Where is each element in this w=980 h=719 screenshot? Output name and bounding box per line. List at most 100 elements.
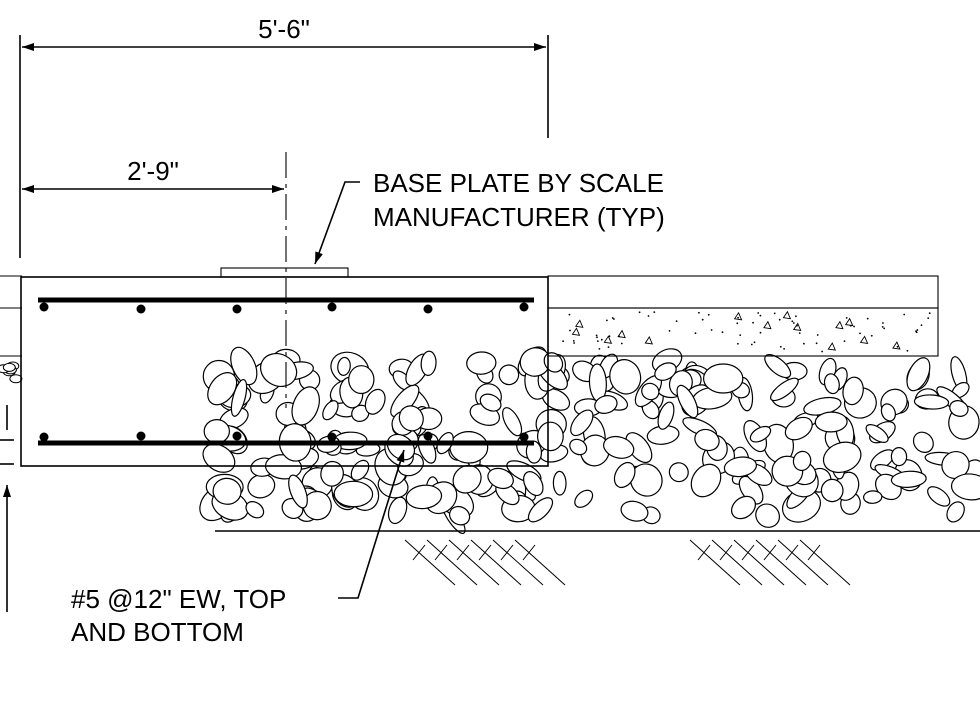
gravel-pebble [949,400,969,417]
concrete-speck [853,325,855,328]
soil-hatch-line [448,539,500,586]
concrete-speck [568,313,571,316]
gravel-pebble [823,373,840,395]
concrete-speck [736,322,739,325]
gravel-pebble [230,378,248,417]
concrete-speck [721,331,724,334]
gravel-pebble [629,463,663,497]
gravel-pebble [398,405,424,432]
gravel-pebble [755,503,780,528]
concrete-aggregate [859,335,869,344]
concrete-speck [607,346,610,348]
gravel-pebble [863,490,883,504]
gravel-pebble [479,393,502,412]
concrete-speck [779,345,782,348]
concrete-speck [597,340,599,342]
gravel-pebble [203,418,230,444]
concrete-speck [881,326,884,328]
gravel-pebble [570,409,594,437]
gravel-pebble [676,384,699,419]
concrete-speck [759,331,762,334]
gravel-pebble [337,356,351,376]
soil-hatch-line [514,539,566,586]
soil-hatch-line [689,539,741,586]
concrete-speck [783,348,785,350]
gravel-pebble [668,462,689,483]
concrete-speck [791,320,794,323]
concrete-speck [600,338,603,341]
gravel-pebble [302,490,332,521]
concrete-speck [792,322,795,324]
soil-hatch-line [697,544,711,561]
soil-hatch-line [492,539,544,586]
soil-hatch-line [719,544,733,561]
concrete-speck [773,312,776,315]
gravel-pebble [694,428,720,452]
concrete-speck [753,341,756,344]
gravel-pebble [890,470,927,488]
gravel-pebble [723,456,757,478]
concrete-speck [928,312,931,315]
concrete-speck [927,317,930,319]
gravel-pebble [364,388,386,415]
concrete-speck [611,317,614,319]
gravel-pebble [820,478,844,503]
gravel-pebble [703,363,744,394]
soil-hatch-line [777,539,829,586]
soil-hatch-line [711,539,763,586]
base-plate-leader: BASE PLATE BY SCALE MANUFACTURER (TYP) [314,168,665,265]
base-plate-note-line1: BASE PLATE BY SCALE [373,168,664,198]
gravel-pebble [594,395,618,414]
gravel-pebble [784,416,813,441]
gravel-pebble [792,450,812,472]
concrete-aggregate-texture [562,310,931,353]
rebar-note-line2: AND BOTTOM [71,617,244,647]
rebar-leader: #5 @12" EW, TOP AND BOTTOM [71,449,405,647]
concrete-speck [757,312,760,314]
concrete-speck [698,311,700,314]
gravel-pebble [259,353,298,387]
concrete-speck [675,320,678,322]
concrete-aggregate [792,322,802,332]
soil-hatch-line [522,544,536,561]
dimension-overall: 5'-6" [22,14,546,51]
concrete-speck [569,329,571,332]
soil-hatch-line [500,544,514,561]
gravel-pebble [322,400,339,421]
concrete-aggregate [835,320,844,330]
concrete-aggregate [763,320,772,330]
concrete-speck [903,313,906,316]
concrete-speck [596,336,598,339]
concrete-speck [638,311,641,314]
concrete-speck [845,317,848,319]
gravel-pebble [452,464,482,494]
gravel-pebble [814,411,848,433]
gravel-pebble [890,447,908,467]
gravel-pebble [245,501,265,519]
gravel-pebble [906,357,931,392]
concrete-speck [572,340,575,342]
concrete-speck [883,327,886,330]
dimension-half-label: 2'-9" [127,156,179,186]
gravel-pebble [946,501,965,523]
soil-hatch-line [807,544,821,561]
gravel-pebble [487,467,514,490]
concrete-speck [795,315,797,318]
gravel-pebble [466,351,497,375]
concrete-speck [798,332,801,334]
concrete-speck [866,317,869,320]
concrete-speck [694,332,697,335]
concrete-speck [759,314,762,317]
gravel-pebble [498,364,520,386]
depth-dimension-fragment [0,405,14,612]
gravel-pebble [207,372,238,406]
concrete-speck [906,349,909,352]
concrete-aggregate [782,310,792,320]
gravel-pebble [613,461,636,489]
concrete-speck [916,329,919,331]
concrete-speck [573,342,575,344]
concrete-speck [920,324,923,326]
gravel-pebble [291,386,320,426]
base-plate [220,267,349,278]
